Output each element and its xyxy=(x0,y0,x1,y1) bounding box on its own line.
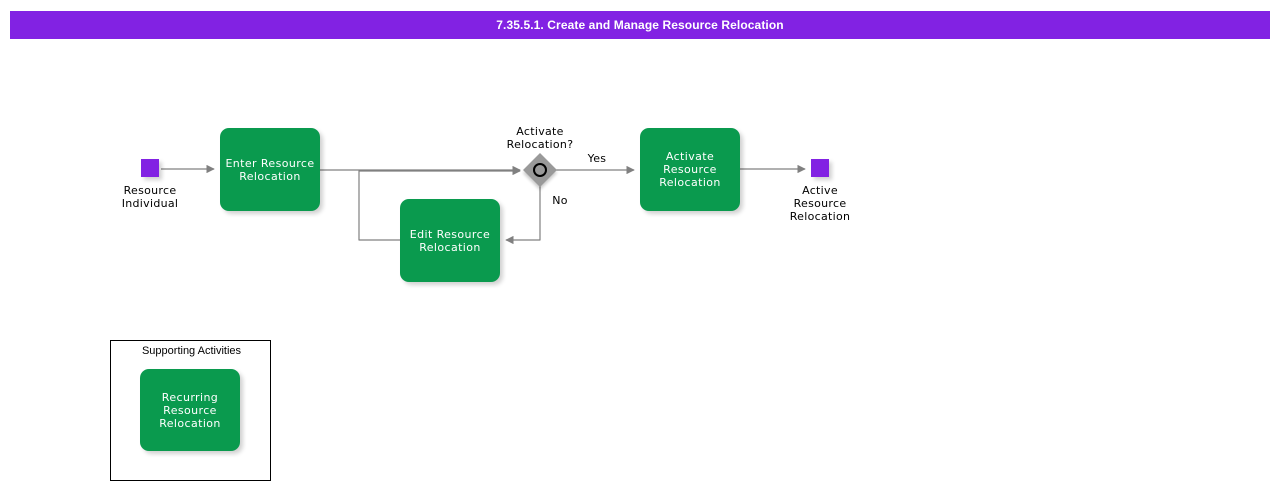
start-event-label: Resource Individual xyxy=(121,184,179,210)
task-recurring-resource-relocation[interactable]: Recurring Resource Relocation xyxy=(140,369,240,451)
end-event-active-resource-relocation[interactable] xyxy=(811,159,829,177)
end-event-label: Active Resource Relocation xyxy=(789,184,851,223)
flow-label-no: No xyxy=(552,194,568,207)
start-event-resource-individual[interactable] xyxy=(141,159,159,177)
task-edit-resource-relocation[interactable]: Edit Resource Relocation xyxy=(400,199,500,282)
gateway-inclusive-circle-icon xyxy=(533,163,547,177)
page-title: 7.35.5.1. Create and Manage Resource Rel… xyxy=(496,18,784,32)
gateway-activate-relocation[interactable] xyxy=(523,153,557,187)
task-activate-resource-relocation[interactable]: Activate Resource Relocation xyxy=(640,128,740,211)
supporting-activities-title: Supporting Activities xyxy=(141,345,242,357)
task-enter-resource-relocation[interactable]: Enter Resource Relocation xyxy=(220,128,320,211)
flow-label-yes: Yes xyxy=(587,152,607,165)
gateway-label: Activate Relocation? xyxy=(506,125,574,151)
page-title-bar: 7.35.5.1. Create and Manage Resource Rel… xyxy=(10,11,1270,39)
